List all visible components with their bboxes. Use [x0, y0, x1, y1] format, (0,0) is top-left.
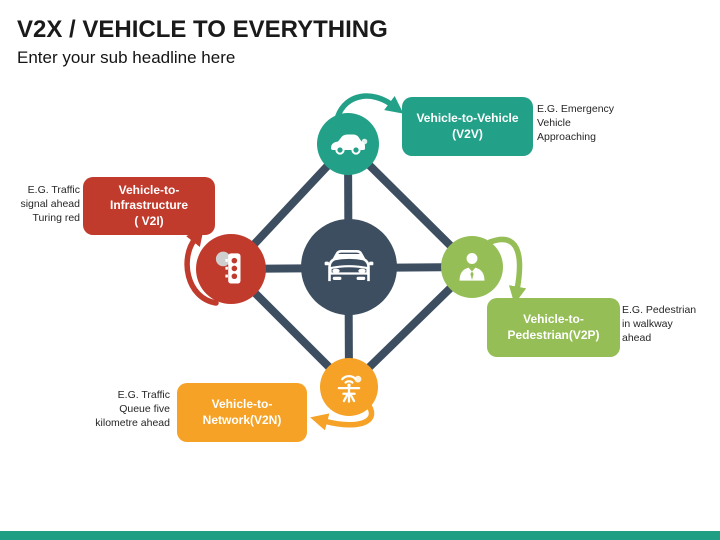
- v2i-box-label: Vehicle-to- Infrastructure ( V2I): [109, 182, 189, 228]
- v2p-example-text: E.G. Pedestrian in walkway ahead: [622, 304, 697, 344]
- antenna-signal-icon: [337, 375, 362, 403]
- v2i-box: Vehicle-to- Infrastructure ( V2I): [83, 177, 215, 235]
- car-side-icon: [331, 134, 368, 155]
- page-title: V2X / VEHICLE TO EVERYTHING: [17, 16, 388, 43]
- v2p-box: Vehicle-to- Pedestrian(V2P): [487, 298, 620, 357]
- v2n-box-label: Vehicle-to- Network(V2N): [202, 396, 282, 427]
- v2v-example-text: E.G. Emergency Vehicle Approaching: [537, 103, 615, 143]
- v2n-node: [320, 358, 378, 416]
- v2v-box-label: Vehicle-to-Vehicle (V2V): [416, 110, 519, 141]
- v2i-example-text: E.G. Traffic signal ahead Turing red: [20, 184, 80, 224]
- bottom-accent-bar: [0, 531, 720, 540]
- v2p-box-label: Vehicle-to- Pedestrian(V2P): [507, 311, 600, 342]
- v2p-node: [441, 236, 503, 298]
- car-front-icon: [324, 249, 374, 282]
- v2v-box: Vehicle-to-Vehicle (V2V): [402, 97, 533, 156]
- pedestrian-icon: [459, 253, 485, 281]
- v2n-box: Vehicle-to- Network(V2N): [177, 383, 307, 442]
- center-car-node: [301, 219, 397, 315]
- v2v-node: [317, 113, 379, 175]
- v2n-example-text: E.G. Traffic Queue five kilometre ahead: [95, 389, 170, 429]
- sub-headline: Enter your sub headline here: [17, 48, 236, 67]
- v2i-node: [196, 234, 266, 304]
- traffic-light-icon: [215, 251, 241, 284]
